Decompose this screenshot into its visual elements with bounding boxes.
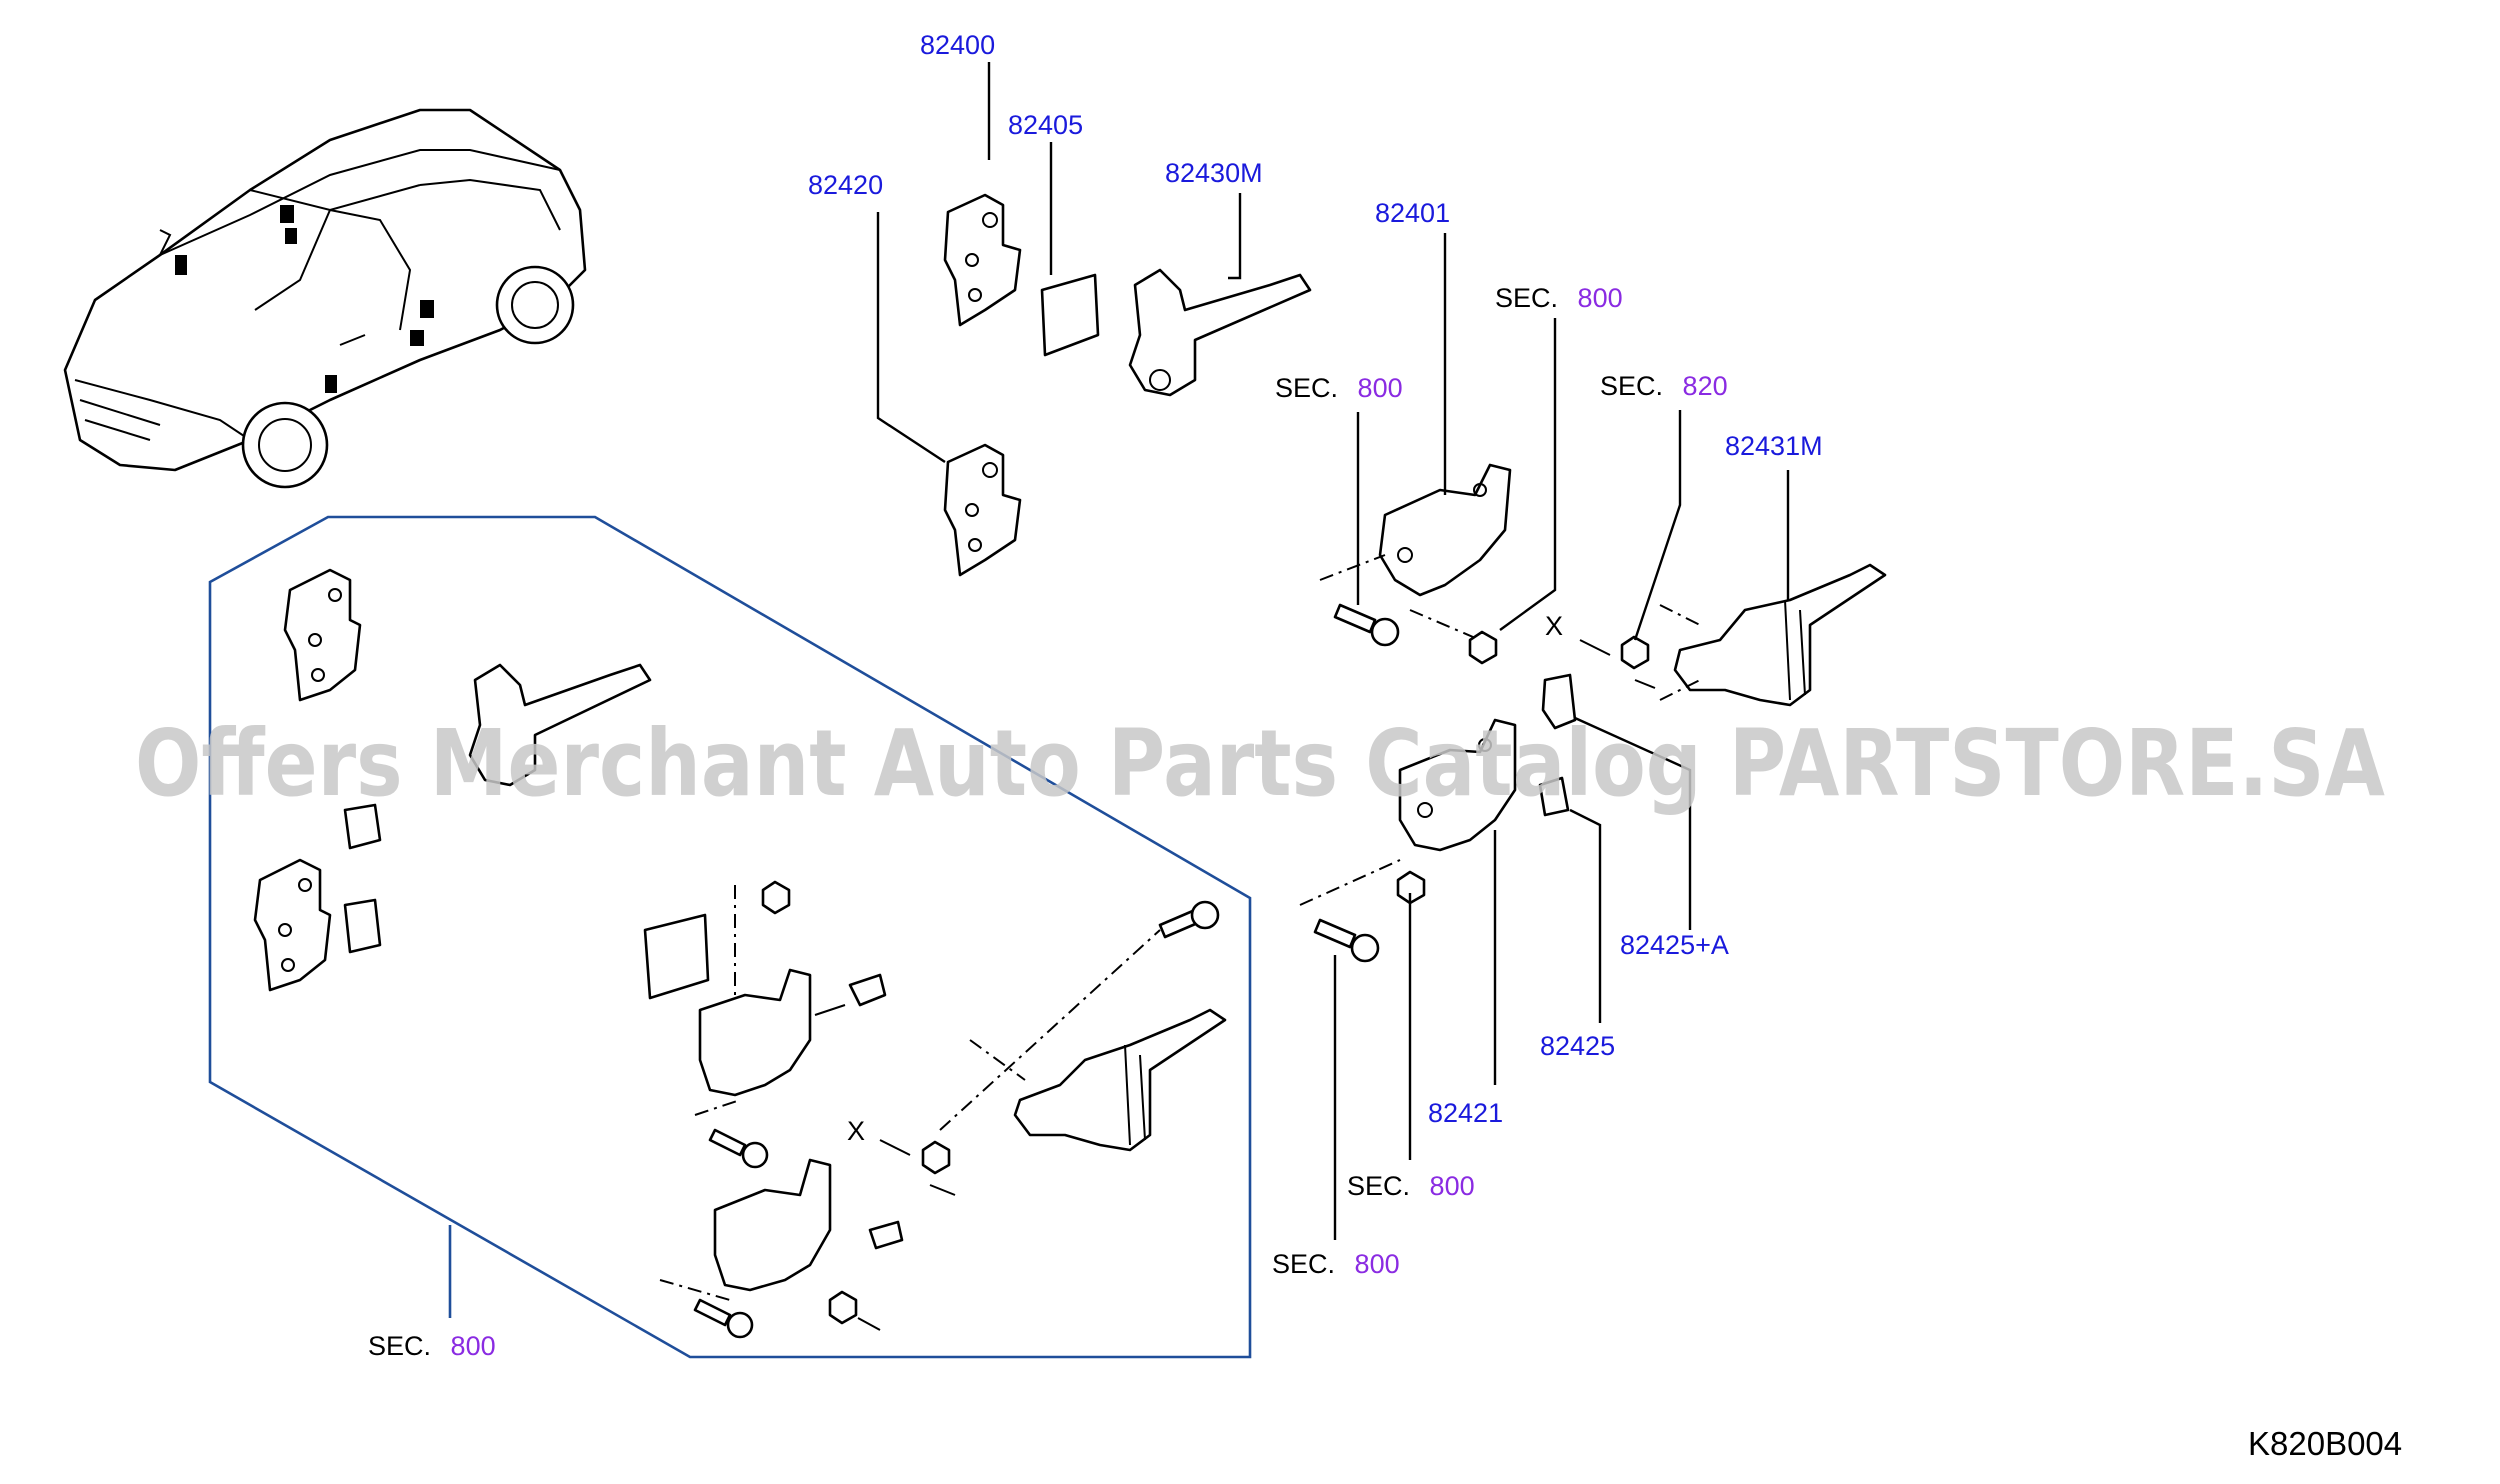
inset-nut-lower bbox=[828, 1290, 858, 1325]
diagram-code: K820B004 bbox=[2248, 1425, 2402, 1462]
shim-82405 bbox=[1040, 273, 1100, 357]
inset-nut-top bbox=[761, 880, 791, 915]
check-link-82431M bbox=[1673, 563, 1887, 707]
sec-ref-800-e[interactable]: SEC. 800 bbox=[368, 1331, 496, 1361]
label-82430M: 82430M bbox=[1165, 158, 1263, 188]
lower-hinge-82421 bbox=[1398, 718, 1517, 852]
label-82400: 82400 bbox=[920, 30, 995, 60]
label-82425A: 82425+A bbox=[1620, 930, 1729, 960]
inset-bolt-lower bbox=[693, 1298, 754, 1339]
inset-lower-bracket bbox=[713, 1158, 832, 1292]
sec-ref-800-a[interactable]: SEC. 800 bbox=[1495, 283, 1623, 313]
inset-shim-b bbox=[343, 898, 382, 954]
upper-hinge-82400 bbox=[943, 193, 1022, 327]
nut-lower bbox=[1396, 870, 1426, 905]
label-82405: 82405 bbox=[1008, 110, 1083, 140]
watermark: Offers Merchant Auto Parts Catalog PARTS… bbox=[135, 710, 2385, 817]
upper-hinge-82401 bbox=[1378, 463, 1512, 597]
sec-ref-800-c[interactable]: SEC. 800 bbox=[1347, 1171, 1475, 1201]
label-82421: 82421 bbox=[1428, 1098, 1503, 1128]
inset-clip-upper bbox=[848, 973, 887, 1007]
shim-82425 bbox=[1538, 776, 1570, 817]
shim-82425A bbox=[1541, 673, 1577, 730]
label-82420: 82420 bbox=[808, 170, 883, 200]
nut-upper bbox=[1468, 630, 1498, 665]
inset-frame bbox=[208, 515, 1252, 1359]
inset-check-link-exploded bbox=[1013, 1008, 1227, 1152]
check-link-82430M bbox=[1128, 268, 1312, 397]
x-mark-inset: X bbox=[847, 1116, 865, 1146]
inset-upper-bracket bbox=[698, 968, 812, 1097]
inset-bolt-upper bbox=[708, 1128, 769, 1169]
sec-ref-800-d[interactable]: SEC. 800 bbox=[1272, 1249, 1400, 1279]
car-illustration bbox=[63, 108, 587, 489]
bolt-upper bbox=[1333, 603, 1400, 647]
sec-ref-800-b[interactable]: SEC. 800 bbox=[1275, 373, 1403, 403]
nut-sec820 bbox=[1620, 635, 1650, 670]
x-mark-right: X bbox=[1545, 611, 1563, 641]
lower-hinge-82420 bbox=[943, 443, 1022, 577]
label-82401: 82401 bbox=[1375, 198, 1450, 228]
inset-check-link bbox=[468, 663, 652, 787]
sec-ref-820[interactable]: SEC. 820 bbox=[1600, 371, 1728, 401]
inset-nut-mid bbox=[921, 1140, 951, 1175]
label-82425: 82425 bbox=[1540, 1031, 1615, 1061]
bolt-lower bbox=[1313, 918, 1380, 963]
inset-clip-lower bbox=[868, 1220, 904, 1250]
label-82431M: 82431M bbox=[1725, 431, 1823, 461]
inset-shim-c bbox=[643, 913, 710, 1000]
inset-shim-a bbox=[343, 803, 382, 850]
inset-upper-hinge bbox=[283, 568, 362, 702]
inset-lower-hinge bbox=[253, 858, 332, 992]
inset-bolt-right bbox=[1158, 900, 1220, 939]
